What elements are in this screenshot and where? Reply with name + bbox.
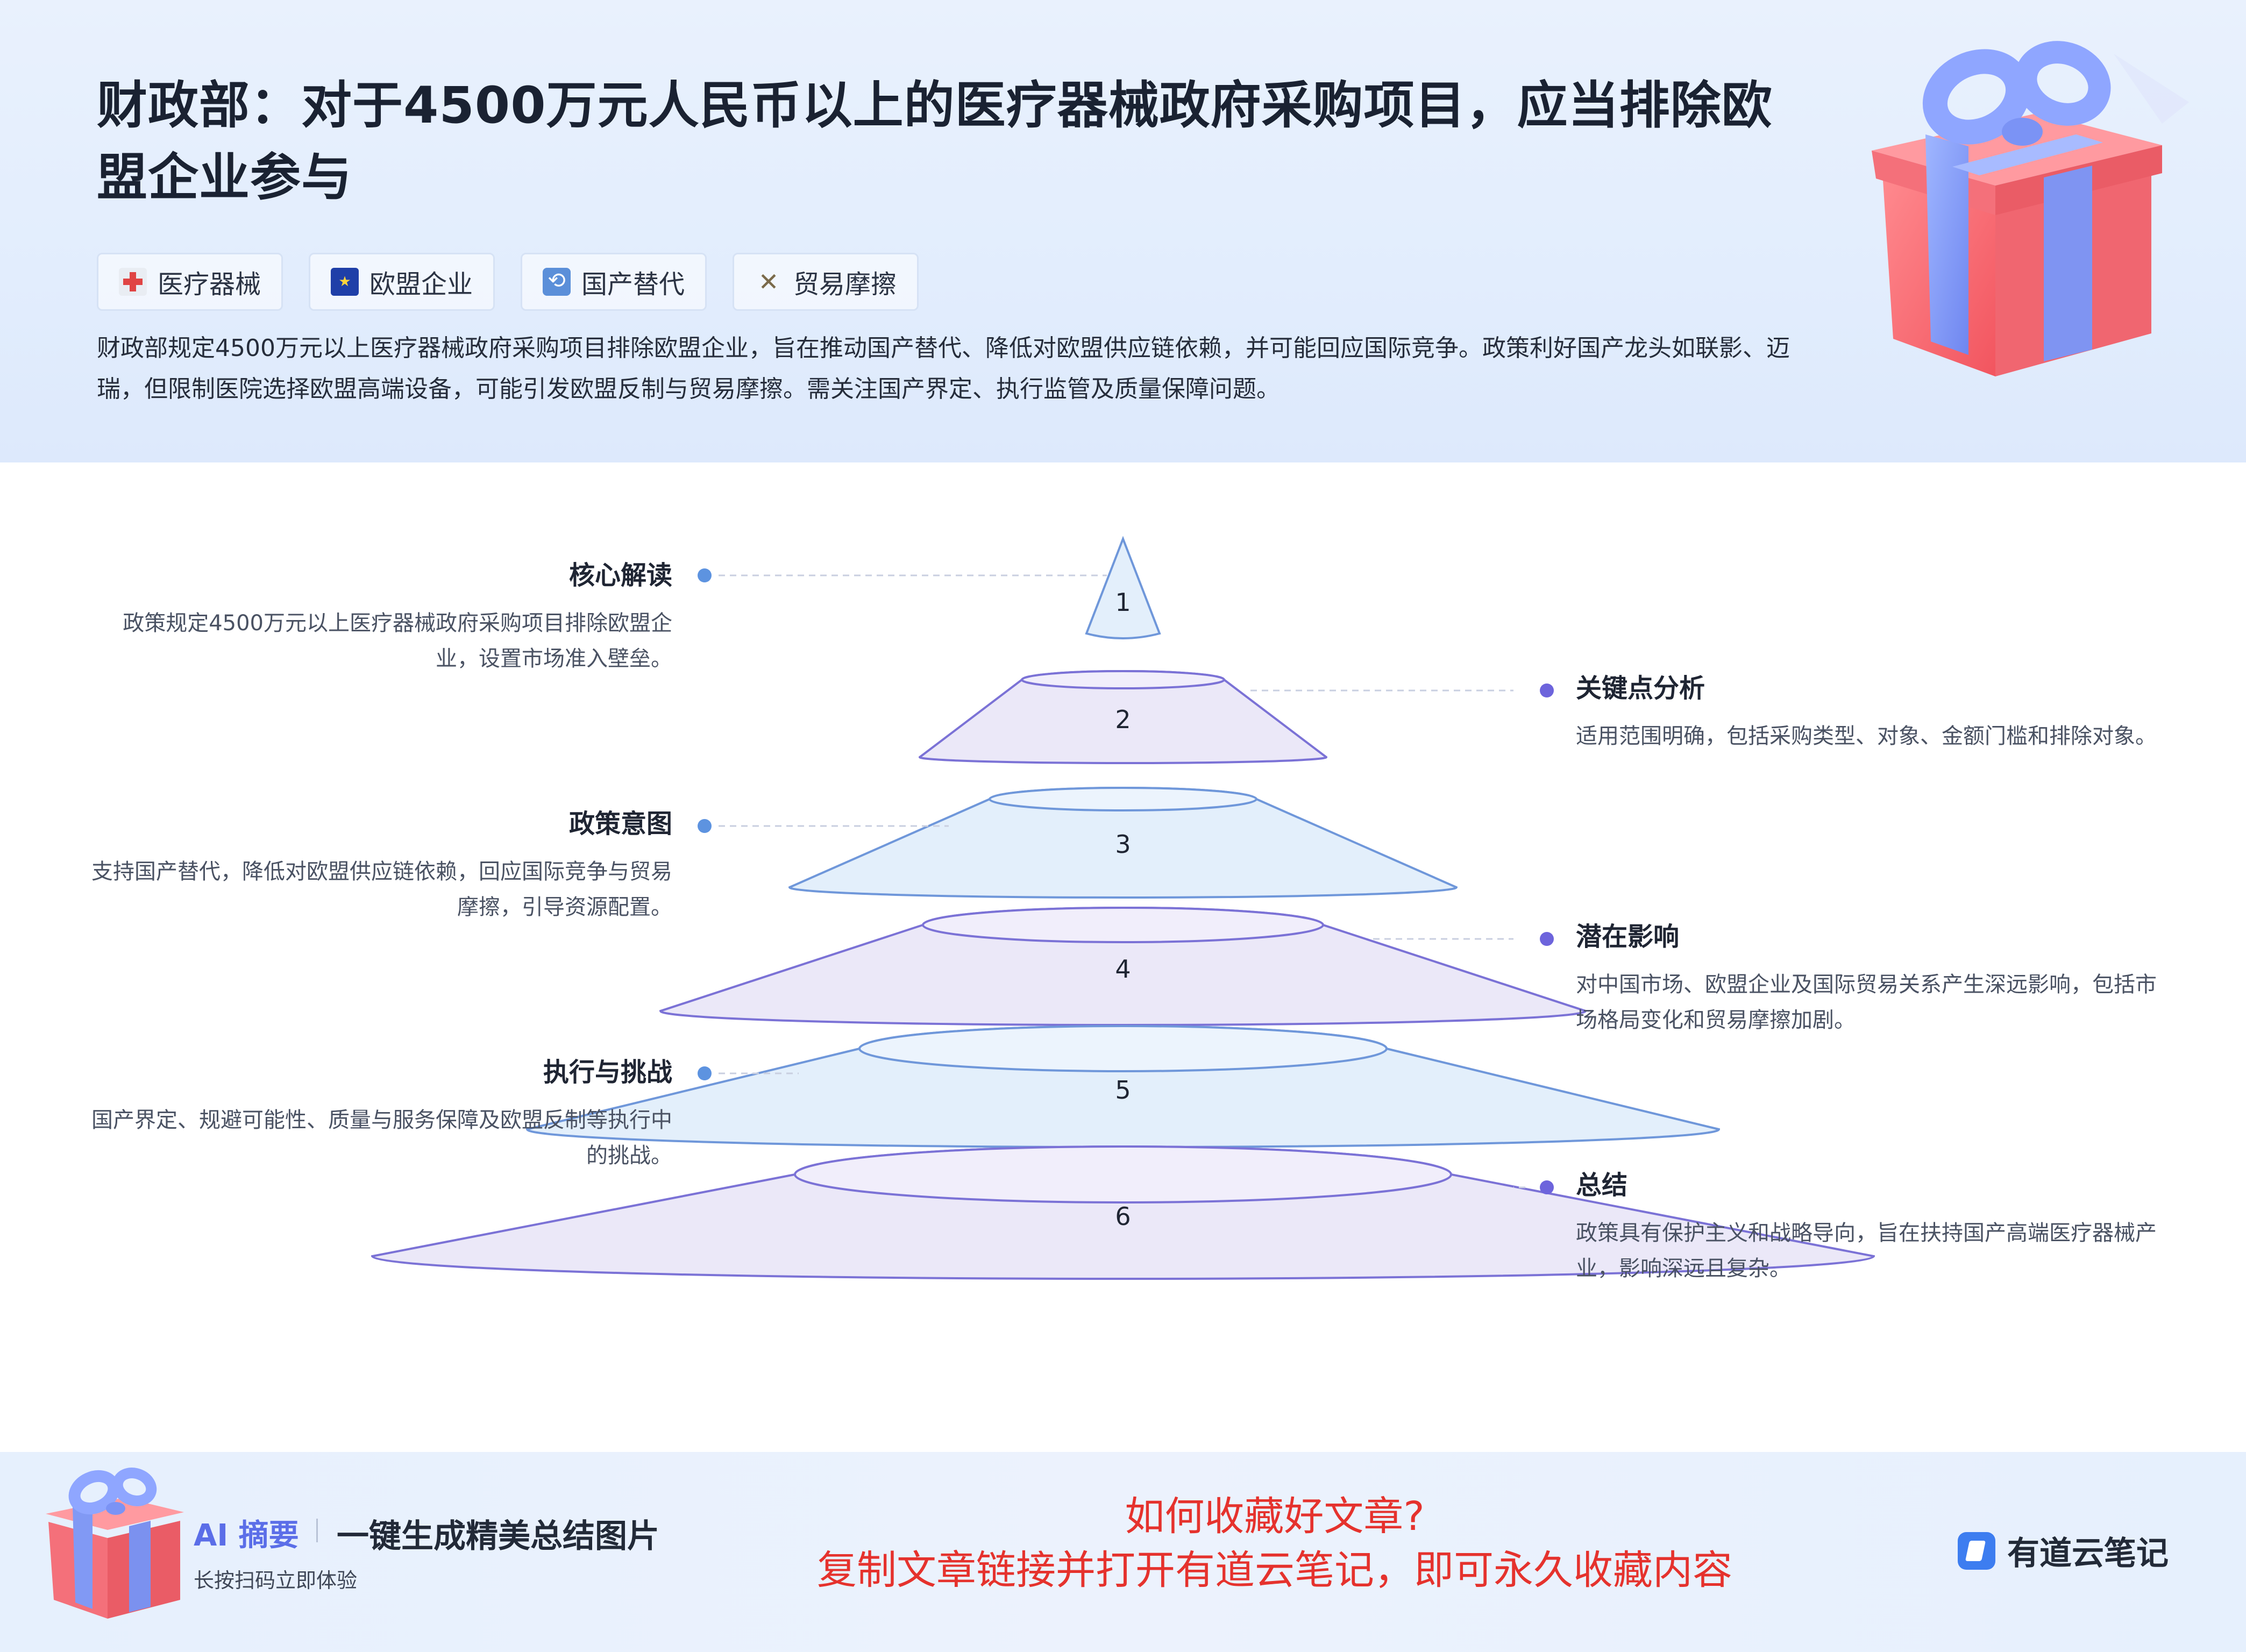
hospital-icon <box>119 268 147 296</box>
brand-logo[interactable]: 有道云笔记 <box>1958 1527 2169 1574</box>
bullet-dot <box>1540 1180 1554 1194</box>
item-desc: 政策规定4500万元以上医疗器械政府采购项目排除欧盟企业，设置市场准入壁垒。 <box>123 611 672 671</box>
tag-label: 欧盟企业 <box>369 269 473 300</box>
tag-label: 国产替代 <box>581 269 685 300</box>
item-desc: 对中国市场、欧盟企业及国际贸易关系产生深远影响，包括市场格局变化和贸易摩擦加剧。 <box>1576 972 2157 1032</box>
page-title: 财政部：对于4500万元人民币以上的医疗器械政府采购项目，应当排除欧盟企业参与 <box>97 76 1773 207</box>
pyramid-graphic: 1 2 3 4 5 6 <box>371 536 1875 1280</box>
pyramid-level-label: 3 <box>1115 830 1131 859</box>
slogan: 一键生成精美总结图片 <box>337 1518 659 1555</box>
item-desc: 适用范围明确，包括采购类型、对象、金额门槛和排除对象。 <box>1576 724 2157 749</box>
item-desc: 政策具有保护主义和战略导向，旨在扶持国产高端医疗器械产业，影响深远且复杂。 <box>1576 1221 2157 1281</box>
crossed-swords-icon <box>755 268 783 296</box>
item-title: 执行与挑战 <box>543 1057 672 1087</box>
save-article-hint: 如何收藏好文章? 复制文章链接并打开有道云笔记，即可永久收藏内容 <box>699 1490 1850 1597</box>
bullet-dot <box>698 1066 712 1080</box>
bullet-dot <box>698 568 712 582</box>
tag-domestic-substitution[interactable]: 国产替代 <box>521 253 707 311</box>
note-app-icon <box>1958 1532 1995 1570</box>
item-title: 潜在影响 <box>1576 922 1680 952</box>
pyramid-level-label: 6 <box>1115 1202 1131 1231</box>
footer: AI 摘要 一键生成精美总结图片 长按扫码立即体验 如何收藏好文章? 复制文章链… <box>0 1452 2246 1652</box>
item-summary: 总结 政策具有保护主义和战略导向，旨在扶持国产高端医疗器械产业，影响深远且复杂。 <box>1576 1169 2157 1286</box>
pyramid-tier-top-5 <box>858 1025 1388 1072</box>
pyramid-diagram: 1 2 3 4 5 6 核心解读 政策规定4500万元以上医疗器械政府采购项目排除欧盟企业… <box>0 462 2246 1452</box>
item-key-points: 关键点分析 适用范围明确，包括采购类型、对象、金额门槛和排除对象。 <box>1576 672 2157 754</box>
tag-trade-friction[interactable]: 贸易摩擦 <box>733 253 919 311</box>
eu-flag-icon <box>331 268 359 296</box>
bullet-dot <box>1540 932 1554 946</box>
bullet-dot <box>698 819 712 833</box>
pyramid-tier-1 <box>1085 536 1161 639</box>
header: 财政部：对于4500万元人民币以上的医疗器械政府采购项目，应当排除欧盟企业参与 … <box>0 0 2246 462</box>
howto-answer: 复制文章链接并打开有道云笔记，即可永久收藏内容 <box>817 1547 1732 1593</box>
tag-eu-enterprises[interactable]: 欧盟企业 <box>309 253 495 311</box>
gift-box-icon <box>1872 41 2189 376</box>
pyramid-tier-top-2 <box>1021 670 1225 689</box>
gift-box-icon <box>46 1468 184 1619</box>
pyramid-tier-top-3 <box>989 787 1257 811</box>
ai-summary-logo: AI 摘要 <box>194 1518 299 1553</box>
bullet-dot <box>1540 683 1554 697</box>
pyramid-level-label: 5 <box>1115 1076 1131 1105</box>
divider <box>316 1519 318 1542</box>
pyramid-level-label: 2 <box>1115 705 1131 734</box>
item-title: 总结 <box>1576 1170 1628 1200</box>
pyramid-level-label: 1 <box>1115 588 1131 617</box>
item-potential-impact: 潜在影响 对中国市场、欧盟企业及国际贸易关系产生深远影响，包括市场格局变化和贸易… <box>1576 921 2157 1038</box>
tag-label: 贸易摩擦 <box>793 269 897 300</box>
item-title: 核心解读 <box>568 560 672 590</box>
item-desc: 支持国产替代，降低对欧盟供应链依赖，回应国际竞争与贸易摩擦，引导资源配置。 <box>91 859 672 920</box>
swap-icon <box>543 267 571 296</box>
item-title: 政策意图 <box>568 809 672 839</box>
item-execution-challenges: 执行与挑战 国产界定、规避可能性、质量与服务保障及欧盟反制等执行中的挑战。 <box>91 1056 672 1173</box>
pyramid-tier-top-6 <box>794 1145 1452 1204</box>
howto-question: 如何收藏好文章? <box>1125 1493 1425 1540</box>
tag-list: 医疗器械 欧盟企业 国产替代 贸易摩擦 <box>97 253 919 313</box>
pyramid-level-label: 4 <box>1115 955 1131 984</box>
item-policy-intent: 政策意图 支持国产替代，降低对欧盟供应链依赖，回应国际竞争与贸易摩擦，引导资源配… <box>91 808 672 925</box>
scan-hint: 长按扫码立即体验 <box>194 1569 358 1592</box>
tag-label: 医疗器械 <box>158 269 261 300</box>
item-desc: 国产界定、规避可能性、质量与服务保障及欧盟反制等执行中的挑战。 <box>91 1108 672 1168</box>
item-core-interpretation: 核心解读 政策规定4500万元以上医疗器械政府采购项目排除欧盟企业，设置市场准入… <box>91 559 672 677</box>
summary-text: 财政部规定4500万元以上医疗器械政府采购项目排除欧盟企业，旨在推动国产替代、降… <box>97 334 1790 403</box>
pyramid-tier-top-4 <box>922 907 1324 943</box>
brand-name: 有道云笔记 <box>2007 1535 2169 1572</box>
item-title: 关键点分析 <box>1576 673 1705 703</box>
tag-medical-devices[interactable]: 医疗器械 <box>97 253 283 311</box>
